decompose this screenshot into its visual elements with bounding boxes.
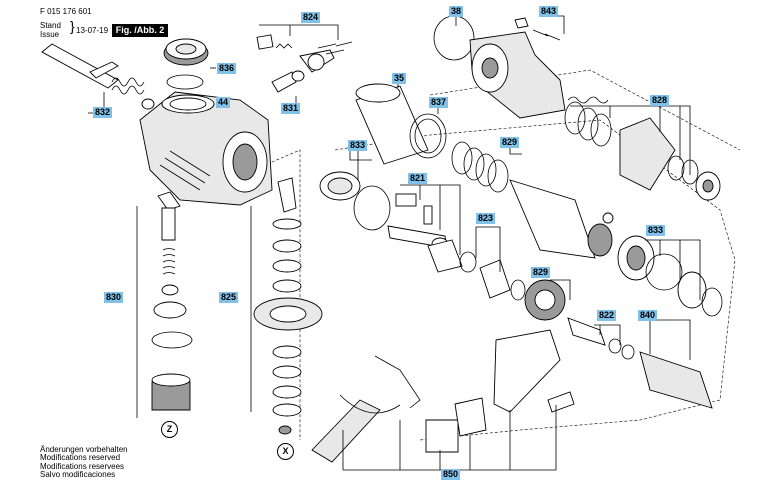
callout-824: 824	[301, 12, 321, 23]
stack-825	[250, 177, 323, 435]
callout-38: 38	[449, 6, 464, 17]
crank-821	[387, 193, 463, 273]
hammer-tube-38	[433, 15, 566, 119]
stand-label: Stand	[40, 21, 61, 30]
spring-828	[564, 96, 721, 201]
callout-831: 831	[281, 103, 301, 114]
callout-828: 828	[650, 95, 670, 106]
springs-829	[451, 141, 614, 259]
leader-lines	[88, 15, 701, 360]
callout-44: 44	[216, 97, 231, 108]
callout-825: 825	[219, 292, 239, 303]
gear-housing-44	[139, 91, 273, 206]
bushing-823	[459, 251, 566, 321]
callout-836: 836	[217, 63, 237, 74]
callout-843: 843	[539, 6, 559, 17]
callout-833-lower: 833	[646, 225, 666, 236]
callout-832: 832	[93, 107, 113, 118]
sleeve-35	[355, 83, 447, 165]
callout-830: 830	[104, 292, 124, 303]
callout-833-upper: 833	[348, 140, 368, 151]
issue-date: 13-07-19	[76, 26, 109, 35]
callout-822: 822	[597, 310, 617, 321]
tool-holder-840	[567, 317, 713, 409]
ring-833b	[617, 235, 723, 317]
callout-823: 823	[476, 213, 496, 224]
ring-833a	[319, 171, 391, 231]
callout-837: 837	[429, 97, 449, 108]
detail-marker-z: Z	[161, 421, 178, 438]
shaft-832	[41, 43, 155, 110]
callout-850: 850	[441, 469, 461, 480]
footer-line-es: Salvo modificaciones	[40, 470, 116, 480]
footer-line-en: Modifications reserved	[40, 453, 121, 463]
bracket-glyph: }	[70, 18, 75, 34]
issue-label: Issue	[40, 30, 60, 39]
footer-line-de: Änderungen vorbehalten	[40, 445, 128, 454]
parts-824-831	[256, 34, 353, 93]
figure-label: Fig. /Abb. 2	[112, 24, 168, 37]
callout-829-lower: 829	[531, 267, 551, 278]
callout-840: 840	[638, 310, 658, 321]
bearing-836	[163, 38, 209, 90]
detail-marker-x: X	[277, 443, 294, 460]
doc-number: F 015 176 601	[40, 7, 92, 16]
callout-829-upper: 829	[500, 137, 520, 148]
callout-821: 821	[408, 173, 428, 184]
callout-35: 35	[392, 73, 407, 84]
handle-850	[311, 329, 575, 471]
footer-line-fr: Modifications reservees	[40, 461, 125, 471]
footer-notes: Änderungen vorbehalten Modifications res…	[40, 445, 128, 480]
stack-830	[136, 191, 193, 418]
